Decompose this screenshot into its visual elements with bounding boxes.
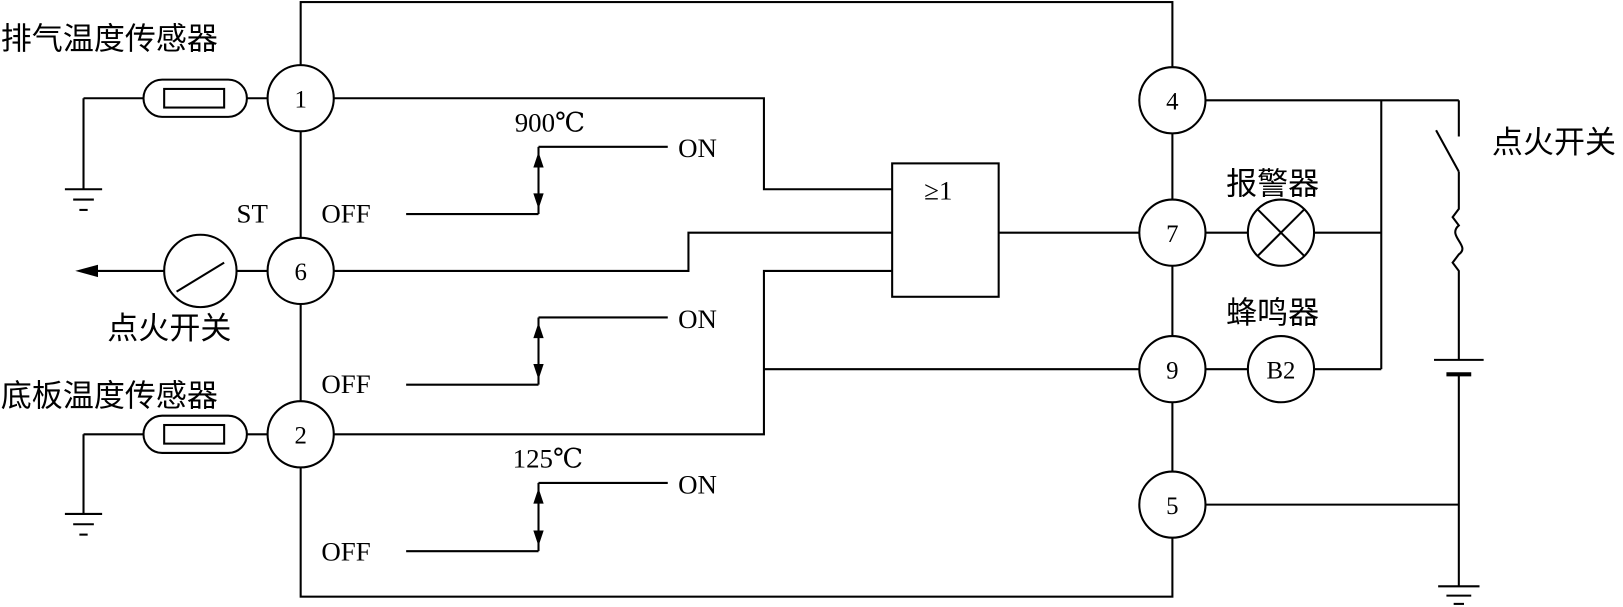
switch1-temp-label: 900℃ <box>515 107 585 137</box>
terminal-2-label: 2 <box>294 423 306 450</box>
switch3-temp-label: 125℃ <box>513 443 583 473</box>
terminal-5-label: 5 <box>1166 493 1178 520</box>
switch3-off-label: OFF <box>321 536 370 566</box>
terminal-9: 9 <box>1138 335 1207 404</box>
terminal-4-label: 4 <box>1166 89 1179 116</box>
switch3-arrow-up <box>533 488 544 504</box>
ignition-output-arrow <box>75 264 98 278</box>
switch1-arrow-down <box>533 193 544 209</box>
or-gate <box>891 162 1000 298</box>
ignition-switch-blade-left <box>176 261 225 293</box>
switch3-arrow-down <box>533 530 544 546</box>
ignition-switch-blade-right <box>1435 129 1460 173</box>
exhaust-sensor-capsule <box>142 78 248 118</box>
terminal2-to-gate-wire <box>333 269 893 436</box>
floor-sensor-label: 底板温度传感器 <box>1 378 218 413</box>
terminal-9-label: 9 <box>1166 357 1178 384</box>
terminal-5: 5 <box>1138 470 1207 539</box>
switch2-off-label: OFF <box>321 369 370 399</box>
controller-box <box>299 1 1174 598</box>
terminal6-to-gate-wire <box>333 231 893 272</box>
terminal-7-label: 7 <box>1166 221 1178 248</box>
ground-symbol-floor <box>64 512 103 536</box>
switch2-arrow-up <box>533 322 544 339</box>
ground-symbol-exhaust <box>64 188 103 211</box>
terminal-7: 7 <box>1138 198 1207 267</box>
floor-sensor-element <box>163 423 226 445</box>
terminal-1: 1 <box>266 64 335 133</box>
terminal-2: 2 <box>266 400 335 469</box>
terminal-6: 6 <box>266 236 335 306</box>
terminal1-to-gate-wire <box>333 97 893 191</box>
buzzer-label: 蜂鸣器 <box>1226 296 1319 331</box>
ignition-switch-right-label: 点火开关 <box>1492 125 1616 160</box>
terminal-1-label: 1 <box>294 87 306 114</box>
alarm-lamp-cross-b <box>1256 208 1306 257</box>
switch3-on-label: ON <box>678 469 717 499</box>
or-gate-label: ≥1 <box>924 176 952 206</box>
buzzer-symbol: B2 <box>1266 357 1295 384</box>
exhaust-sensor-element <box>163 87 226 109</box>
fuse <box>1451 171 1464 360</box>
ignition-switch-left <box>163 233 238 309</box>
st-label: ST <box>237 198 268 228</box>
floor-sensor-capsule <box>142 414 248 454</box>
switch1-off-label: OFF <box>321 198 370 228</box>
ignition-switch-left-label: 点火开关 <box>107 311 231 346</box>
terminal-4: 4 <box>1138 66 1207 135</box>
switch1-arrow-up <box>533 152 544 168</box>
exhaust-sensor-label: 排气温度传感器 <box>1 22 218 57</box>
switch1-on-label: ON <box>678 133 717 163</box>
terminal-6-label: 6 <box>294 259 306 286</box>
switch2-arrow-down <box>533 363 544 380</box>
ground-symbol-right <box>1438 585 1480 605</box>
alarm-label: 报警器 <box>1226 166 1319 201</box>
switch2-on-label: ON <box>678 304 717 334</box>
